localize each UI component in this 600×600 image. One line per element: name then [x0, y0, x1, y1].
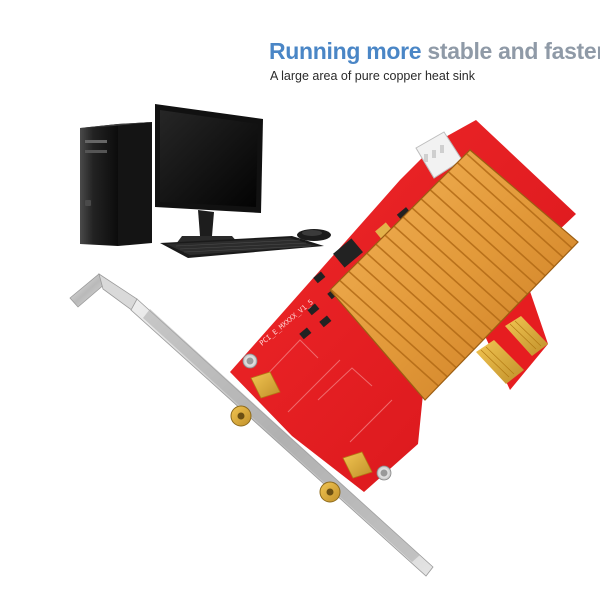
headline-accent: Running more — [269, 38, 422, 64]
headline: Running more stable and faster — [269, 38, 600, 65]
subline: A large area of pure copper heat sink — [270, 69, 475, 83]
bracket-image — [69, 273, 434, 577]
heatsink-image — [330, 150, 578, 400]
wifi-card-image: PCI_E_MXXXX_V1_5 — [230, 120, 579, 492]
desktop-computer-image — [80, 104, 331, 258]
headline-rest: stable and faster — [427, 38, 600, 64]
